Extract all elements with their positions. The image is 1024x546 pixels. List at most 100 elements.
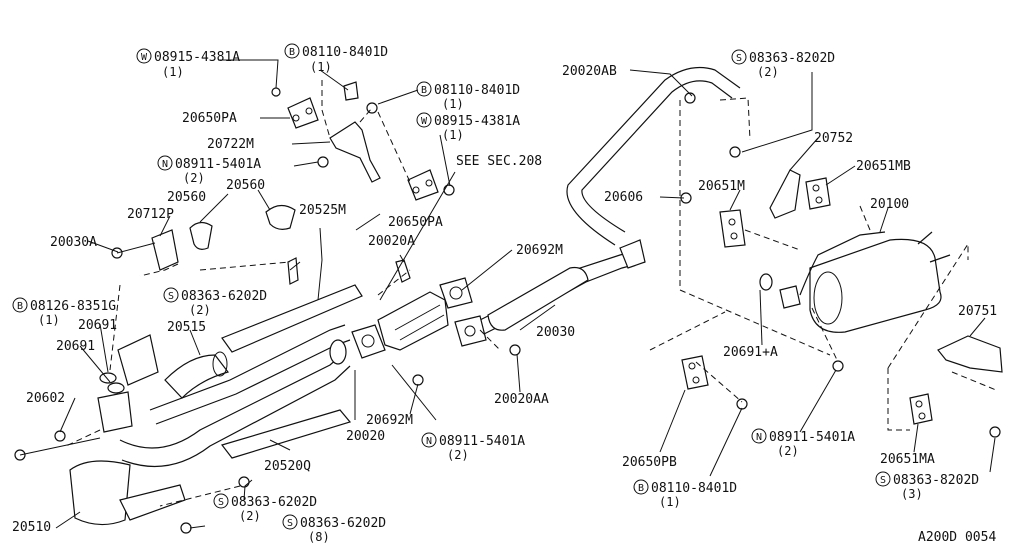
svg-text:S: S bbox=[168, 291, 174, 302]
front-exhaust-pipe bbox=[119, 351, 346, 449]
part-label-20651MB: 20651MB bbox=[856, 159, 911, 174]
catalytic-converter bbox=[377, 291, 449, 351]
hw-label-s-08363-6202d-lower: S 08363-6202D (2) bbox=[213, 493, 317, 523]
svg-text:08363-8202D: 08363-8202D bbox=[893, 473, 979, 488]
part-label-20692M-mid: 20692M bbox=[516, 243, 563, 258]
svg-text:08915-4381A: 08915-4381A bbox=[154, 50, 240, 65]
hw-label-s-08363-6202d-bottom: S 08363-6202D (8) bbox=[282, 514, 386, 544]
svg-text:08911-5401A: 08911-5401A bbox=[175, 157, 261, 172]
part-label-20691-a: 20691 bbox=[78, 318, 117, 333]
tail-pipe-over-axle bbox=[566, 67, 741, 246]
mounting-rubber-20650PA-upper bbox=[287, 97, 319, 129]
heat-insulator-lower bbox=[220, 409, 352, 459]
svg-text:08110-8401D: 08110-8401D bbox=[302, 45, 388, 60]
diagram-drawing bbox=[14, 59, 1003, 534]
part-label-20691A: 20691+A bbox=[723, 345, 778, 360]
part-label-20712P: 20712P bbox=[127, 207, 174, 222]
hw-label-b-08110-8401d-top: B 08110-8401D (1) bbox=[284, 43, 388, 74]
svg-text:(2): (2) bbox=[189, 303, 211, 317]
part-label-20560-b: 20560 bbox=[226, 178, 265, 193]
mounting-rubber-20650PA-lower bbox=[407, 169, 439, 201]
heat-insulator-upper bbox=[221, 284, 363, 353]
svg-text:S: S bbox=[218, 497, 224, 508]
svg-text:B: B bbox=[638, 483, 644, 494]
svg-text:(1): (1) bbox=[442, 97, 464, 111]
mounting-rubber-20651MA bbox=[909, 393, 933, 425]
svg-text:08110-8401D: 08110-8401D bbox=[651, 481, 737, 496]
callout-labels: W 08915-4381A (1) B 08110-8401D (1) B 08… bbox=[12, 43, 997, 545]
mounting-rubber-20650PB bbox=[681, 355, 709, 390]
muffler-inlet-pipe bbox=[799, 231, 886, 296]
bracket-tail-clip bbox=[619, 239, 646, 269]
hw-label-s-08363-8202d-top: S 08363-8202D (2) bbox=[731, 49, 835, 79]
hw-label-s-08363-6202d-upper: S 08363-6202D (2) bbox=[163, 287, 267, 317]
hw-label-w-08915-4381a-top: W 08915-4381A (1) bbox=[136, 48, 240, 79]
part-label-20020A: 20020A bbox=[368, 234, 415, 249]
svg-text:S: S bbox=[736, 53, 742, 64]
bracket-20751 bbox=[937, 335, 1003, 373]
dashed-guide-lines bbox=[65, 80, 997, 507]
svg-text:N: N bbox=[162, 159, 168, 170]
svg-text:08363-6202D: 08363-6202D bbox=[300, 516, 386, 531]
part-label-20100: 20100 bbox=[870, 197, 909, 212]
part-label-20722M: 20722M bbox=[207, 137, 254, 152]
bracket-20712P bbox=[151, 229, 179, 271]
part-label-see-sec-208: SEE SEC.208 bbox=[456, 154, 542, 169]
part-label-20525M: 20525M bbox=[299, 203, 346, 218]
manifold-heat-shield bbox=[69, 460, 131, 526]
hw-label-n-08911-5401a-center: N 08911-5401A (2) bbox=[421, 432, 525, 462]
svg-text:08911-5401A: 08911-5401A bbox=[439, 434, 525, 449]
bracket-20752 bbox=[769, 169, 801, 219]
svg-text:(2): (2) bbox=[777, 444, 799, 458]
svg-text:08110-8401D: 08110-8401D bbox=[434, 83, 520, 98]
bracket-20602 bbox=[97, 391, 133, 433]
part-label-20020AB: 20020AB bbox=[562, 64, 617, 79]
svg-text:B: B bbox=[289, 47, 295, 58]
svg-text:S: S bbox=[287, 518, 293, 529]
svg-text:(1): (1) bbox=[162, 65, 184, 79]
svg-text:S: S bbox=[880, 475, 886, 486]
mounting-rubber-20651MB bbox=[805, 177, 831, 210]
hw-label-b-08126-8351g: B 08126-8351G (1) bbox=[12, 297, 116, 327]
part-label-20650PA-lower: 20650PA bbox=[388, 215, 443, 230]
svg-text:08911-5401A: 08911-5401A bbox=[769, 430, 855, 445]
part-label-20030A: 20030A bbox=[50, 235, 97, 250]
part-label-20751: 20751 bbox=[958, 304, 997, 319]
front-pipe-upper-run bbox=[149, 324, 346, 411]
part-label-20020AA: 20020AA bbox=[494, 392, 549, 407]
part-label-20520Q: 20520Q bbox=[264, 459, 311, 474]
gasket-20020 bbox=[329, 339, 347, 365]
clamp-20560 bbox=[189, 221, 213, 250]
gasket-20691A bbox=[759, 273, 801, 309]
bolt-small-group bbox=[14, 81, 1001, 534]
hw-label-n-08911-5401a-right: N 08911-5401A (2) bbox=[751, 428, 855, 458]
part-label-20602: 20602 bbox=[26, 391, 65, 406]
exhaust-manifold-tube bbox=[164, 354, 230, 399]
front-exhaust-pipe-lower-edge bbox=[121, 365, 351, 467]
part-label-20650PB: 20650PB bbox=[622, 455, 677, 470]
svg-text:B: B bbox=[421, 85, 427, 96]
hw-label-w-08915-4381a-mid: W 08915-4381A (1) bbox=[416, 112, 520, 142]
bracket-20722M bbox=[329, 121, 381, 183]
gasket-20691 bbox=[99, 372, 125, 394]
svg-text:08363-6202D: 08363-6202D bbox=[231, 495, 317, 510]
svg-text:(1): (1) bbox=[659, 495, 681, 509]
part-label-20650PA-upper: 20650PA bbox=[182, 111, 237, 126]
part-label-20606: 20606 bbox=[604, 190, 643, 205]
svg-text:W: W bbox=[141, 52, 148, 63]
svg-text:W: W bbox=[421, 116, 428, 127]
svg-text:(3): (3) bbox=[901, 487, 923, 501]
hw-label-b-08110-8401d-bottom: B 08110-8401D (1) bbox=[633, 479, 737, 509]
svg-text:08915-4381A: 08915-4381A bbox=[434, 114, 520, 129]
svg-text:08363-6202D: 08363-6202D bbox=[181, 289, 267, 304]
gasket-20692M-mid bbox=[439, 277, 473, 309]
resonator bbox=[487, 266, 589, 331]
manifold-heat-shield-2 bbox=[119, 484, 186, 521]
svg-text:(2): (2) bbox=[239, 509, 261, 523]
part-label-20510: 20510 bbox=[12, 520, 51, 535]
svg-text:(2): (2) bbox=[757, 65, 779, 79]
svg-text:(8): (8) bbox=[308, 530, 330, 544]
leader-lines bbox=[55, 59, 996, 529]
part-label-20651M: 20651M bbox=[698, 179, 745, 194]
